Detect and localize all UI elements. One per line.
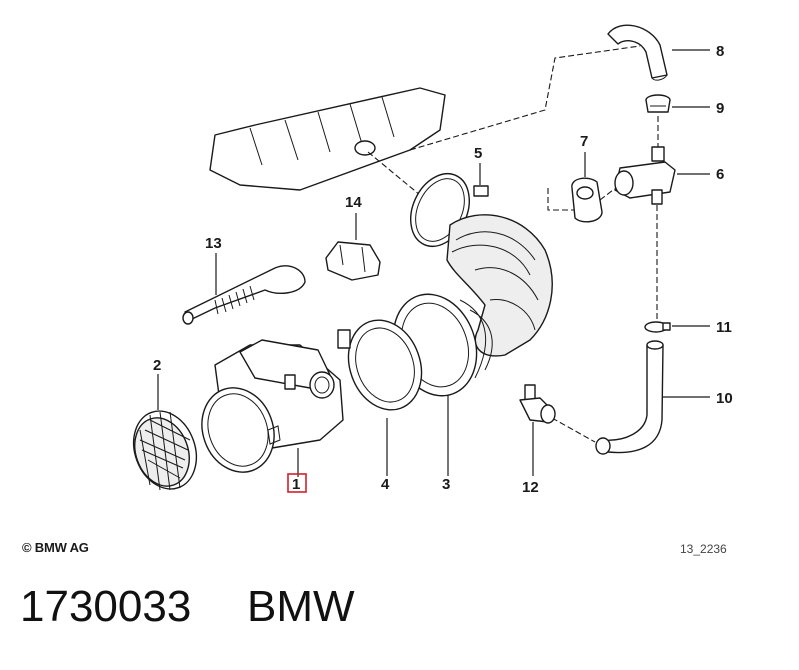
part-10-hose bbox=[595, 340, 664, 455]
part-1-air-mass-meter bbox=[201, 339, 344, 473]
callout-3: 3 bbox=[442, 476, 450, 493]
part-9-grommet bbox=[645, 94, 671, 113]
callout-6: 6 bbox=[716, 166, 724, 183]
part-8-hose bbox=[607, 24, 668, 81]
callout-12: 12 bbox=[522, 479, 539, 496]
callout-13: 13 bbox=[205, 235, 222, 252]
part-14-plug bbox=[325, 241, 381, 281]
callout-9: 9 bbox=[716, 100, 724, 117]
callout-5: 5 bbox=[474, 145, 482, 162]
part-11-clamp bbox=[644, 321, 671, 333]
drawing-number: 13_2236 bbox=[680, 542, 727, 556]
callout-1-highlight-box bbox=[287, 473, 307, 493]
part-12-fitting bbox=[519, 384, 556, 424]
part-6-valve bbox=[614, 146, 676, 205]
part-2-mesh-screen bbox=[132, 410, 198, 491]
copyright-text: © BMW AG bbox=[22, 540, 89, 555]
callout-8: 8 bbox=[716, 43, 724, 60]
brand-name: BMW bbox=[247, 582, 355, 631]
callout-10: 10 bbox=[716, 390, 733, 407]
part-4-clamp-ring bbox=[337, 319, 423, 411]
callout-7: 7 bbox=[580, 133, 588, 150]
callout-1: 1 bbox=[292, 476, 300, 493]
part-7-gasket bbox=[571, 177, 603, 223]
intake-manifold bbox=[209, 87, 446, 191]
callout-11: 11 bbox=[716, 319, 732, 336]
part-13-connector bbox=[182, 265, 306, 325]
part-number: 1730033 bbox=[20, 582, 192, 631]
callout-2: 2 bbox=[153, 357, 161, 374]
callout-14: 14 bbox=[345, 194, 362, 211]
part-3-air-duct bbox=[392, 214, 553, 397]
callout-4: 4 bbox=[381, 476, 390, 493]
